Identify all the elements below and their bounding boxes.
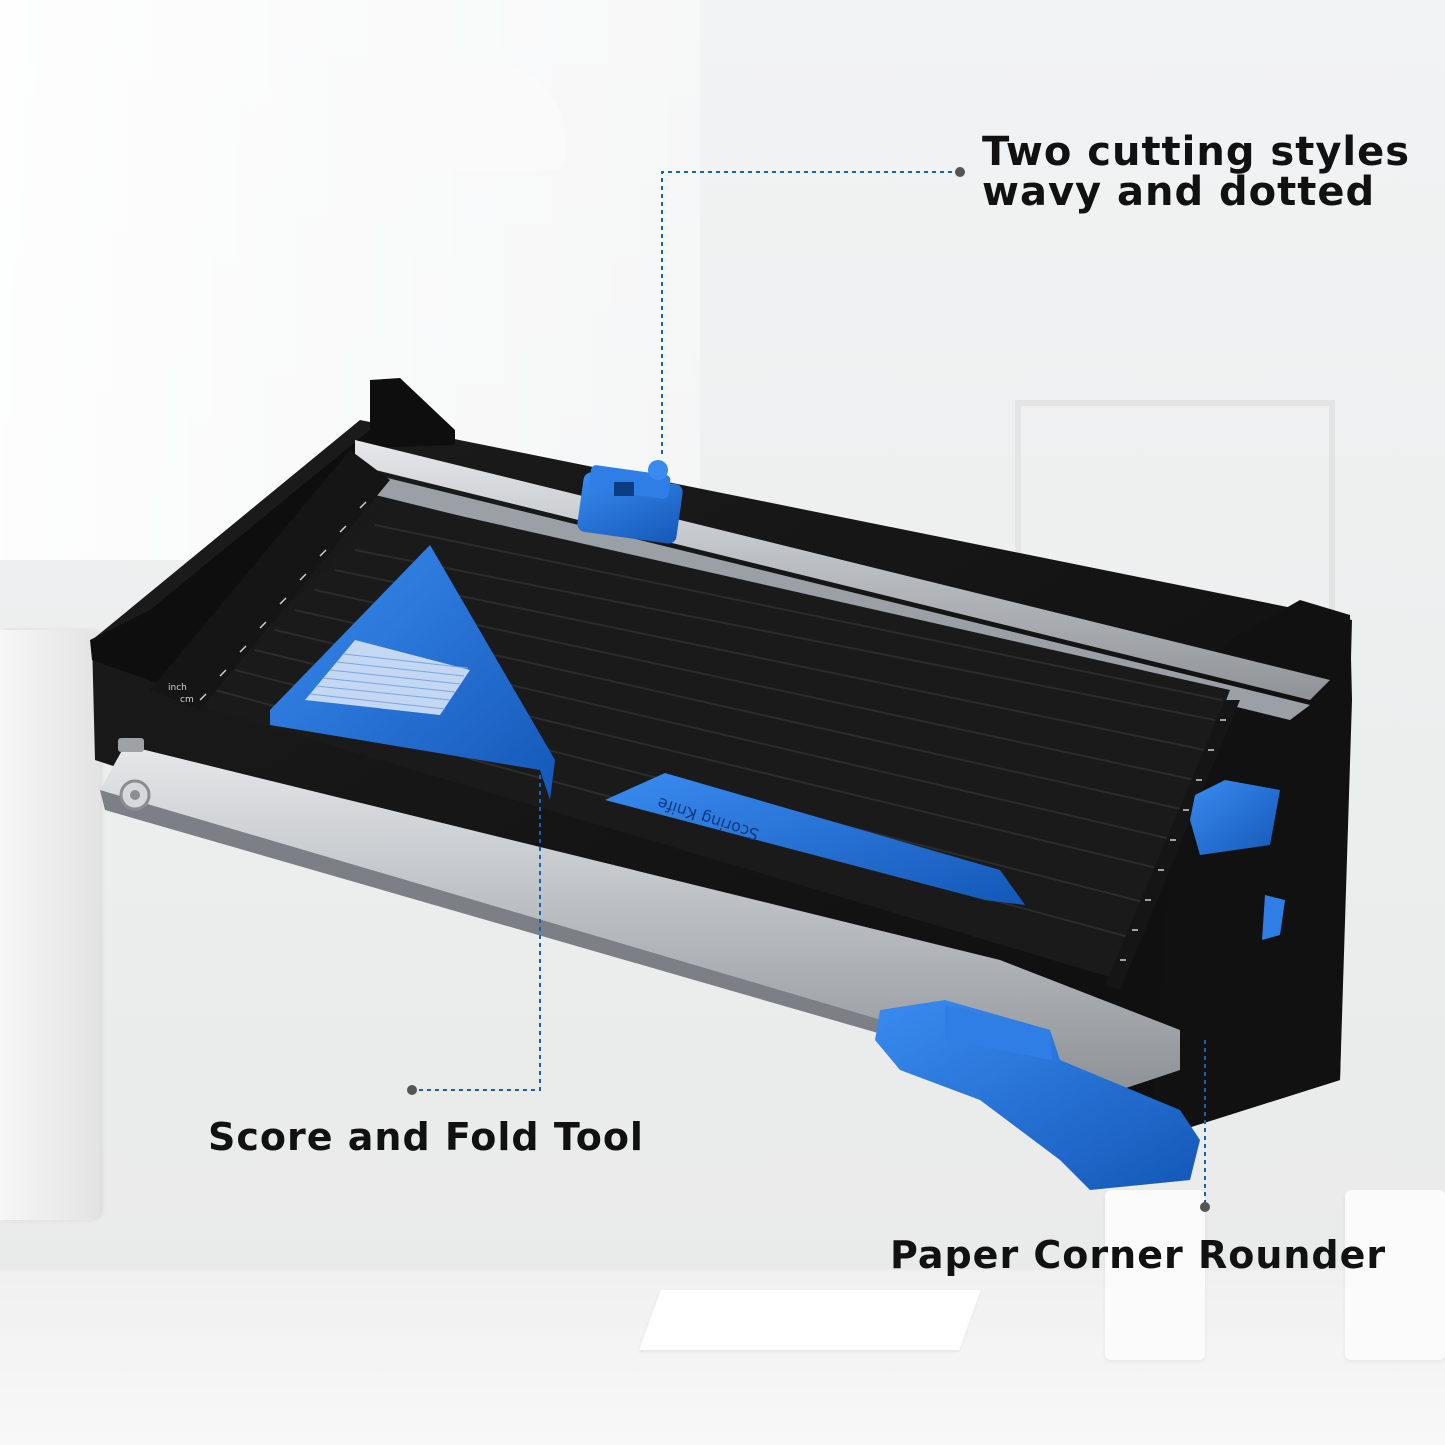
background-lamp: [395, 60, 565, 170]
left-end-cap: [90, 378, 455, 700]
callout-score-fold: Score and Fold Tool: [208, 1115, 644, 1159]
blade-arm: [100, 745, 1180, 1090]
leader-dot-top: [955, 167, 965, 177]
background-pen-cup: [1105, 1190, 1205, 1360]
ruler-inch-label: inch: [168, 683, 187, 693]
leader-dot-score: [407, 1085, 417, 1095]
callout-leaders: [412, 171, 1206, 1207]
right-slider: [1190, 780, 1285, 940]
right-ruler: [1105, 700, 1240, 990]
ruler-cm-label: cm: [180, 695, 194, 705]
callout-corner-rounder: Paper Corner Rounder: [890, 1233, 1387, 1277]
corner-rounder: [875, 1000, 1200, 1190]
callout-cutting-styles-line1: Two cutting styles: [982, 129, 1411, 175]
reference-table: [305, 640, 470, 715]
leader-dot-rounder: [1200, 1202, 1210, 1212]
left-ruler: [150, 450, 390, 710]
background-pen-cup-2: [1345, 1190, 1445, 1360]
scoring-knife: [605, 773, 1025, 905]
cutting-head: [577, 460, 683, 544]
background-monitor: [0, 630, 100, 1220]
callout-cutting-styles-line2: wavy and dotted: [982, 169, 1376, 215]
callout-cutting-styles: Two cutting styles wavy and dotted: [982, 132, 1410, 212]
